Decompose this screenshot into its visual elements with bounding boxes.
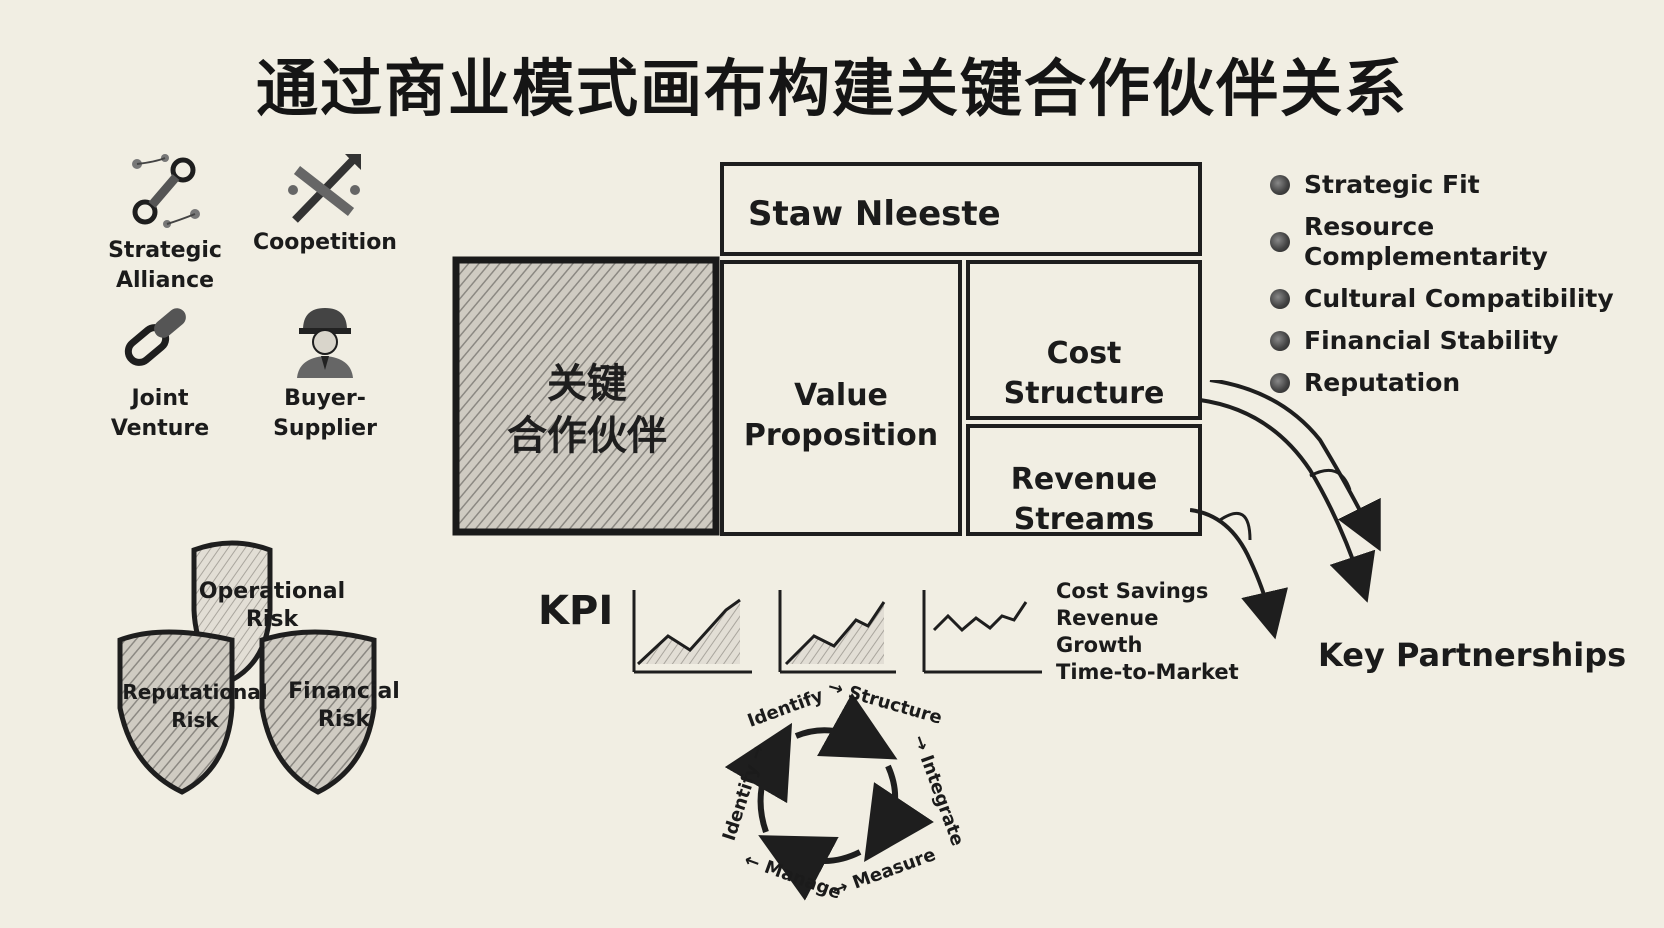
worker-helmet-icon xyxy=(297,308,353,378)
financial-risk-shield xyxy=(259,629,377,795)
revenue-streams-box xyxy=(966,424,1202,536)
criteria-item: Cultural Compatibility xyxy=(1270,284,1650,314)
kpi-metric: Time-to-Market xyxy=(1056,660,1239,684)
kpi-metrics: Cost Savings Revenue Growth Time-to-Mark… xyxy=(1056,578,1246,686)
criteria-list: Strategic Fit Resource Complementarity C… xyxy=(1270,170,1650,398)
kpi-label: KPI xyxy=(538,588,614,634)
bullet-icon xyxy=(1270,232,1290,252)
strategic-alliance-item: Strategic Alliance xyxy=(90,150,230,293)
kpi-chart-3 xyxy=(922,590,1042,674)
joint-venture-label: Joint Venture xyxy=(110,386,210,441)
key-partners-label: 关键 合作伙伴 xyxy=(507,361,667,459)
top-block-label: Staw Nleeste xyxy=(748,194,1001,234)
top-block-box xyxy=(720,162,1202,256)
cost-structure-label: Cost Structure xyxy=(1003,336,1165,411)
coopetition-item: Coopetition xyxy=(245,150,405,290)
criteria-item: Strategic Fit xyxy=(1270,170,1650,200)
linked-nodes-icon xyxy=(132,154,200,228)
operational-risk-label: Operational Risk xyxy=(198,579,346,632)
bullet-icon xyxy=(1270,373,1290,393)
page-title: 通过商业模式画布构建关键合作伙伴关系 xyxy=(255,52,1408,125)
risk-shields xyxy=(117,540,377,795)
key-partners-box xyxy=(452,256,720,536)
bullet-icon xyxy=(1270,175,1290,195)
value-proposition-label: Value Proposition xyxy=(743,378,939,453)
cost-structure-box xyxy=(966,260,1202,420)
joint-venture-item: Joint Venture xyxy=(80,300,240,441)
value-proposition-box xyxy=(720,260,962,536)
criteria-item: Reputation xyxy=(1270,368,1650,398)
financial-risk-label: Financial Risk xyxy=(288,679,400,732)
revenue-streams-label: Revenue Streams xyxy=(1010,462,1158,537)
criteria-item: Resource Complementarity xyxy=(1270,212,1650,272)
criteria-item: Financial Stability xyxy=(1270,326,1650,356)
partnership-arrows xyxy=(1190,380,1381,640)
chain-link-icon xyxy=(124,308,186,366)
canvas-frame xyxy=(452,162,1202,536)
kpi-mini-charts xyxy=(632,590,1042,674)
kpi-metric: Cost Savings xyxy=(1056,579,1209,603)
kpi-metric: Revenue Growth xyxy=(1056,606,1159,657)
buyer-supplier-item: Buyer-Supplier xyxy=(240,300,410,441)
crossed-arrows-icon xyxy=(288,154,361,223)
buyer-supplier-label: Buyer-Supplier xyxy=(273,386,377,441)
reputational-risk-shield xyxy=(117,629,235,795)
kpi-chart-2 xyxy=(778,590,896,674)
bullet-icon xyxy=(1270,331,1290,351)
partnership-types: Strategic Alliance Coopetition Joint Ven… xyxy=(80,150,420,441)
lifecycle-cycle xyxy=(724,693,934,901)
bullet-icon xyxy=(1270,289,1290,309)
key-partnerships-label: Key Partnerships xyxy=(1318,636,1627,674)
kpi-chart-1 xyxy=(632,590,752,674)
reputational-risk-label: Reputational Risk xyxy=(122,680,268,732)
coopetition-label: Coopetition xyxy=(253,230,397,255)
strategic-alliance-label: Strategic Alliance xyxy=(108,238,222,293)
